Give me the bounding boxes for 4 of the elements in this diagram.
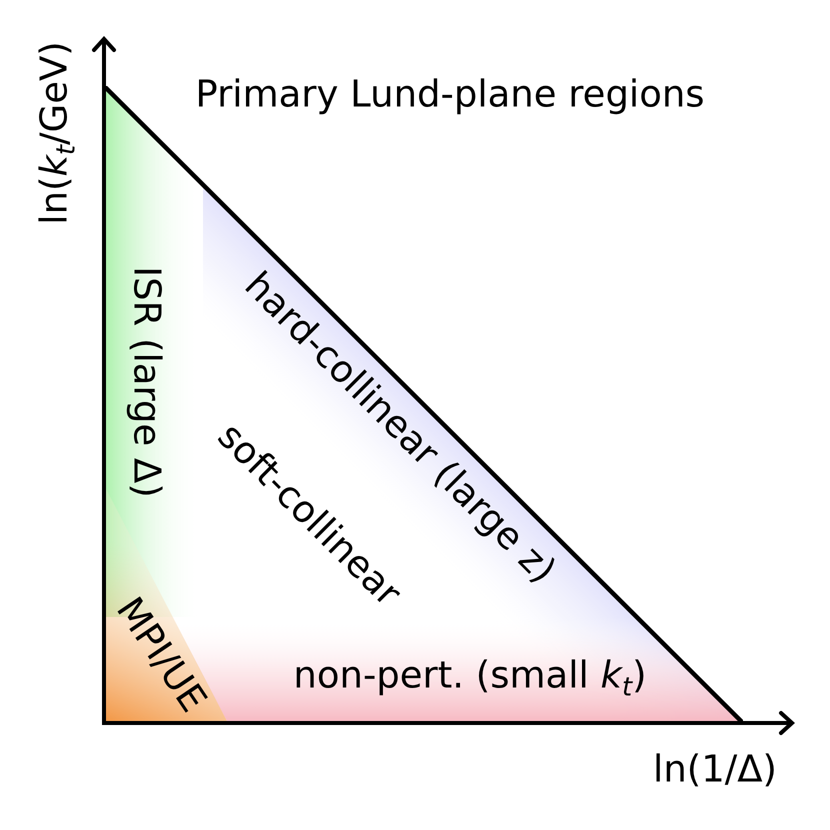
axis-label: ln(1/Δ) [653,748,777,792]
region-label: non-pert. (small k$_{t}$) [293,654,647,698]
title: Primary Lund-plane regions [195,74,705,116]
region-label: ISR (large Δ) [124,266,168,498]
